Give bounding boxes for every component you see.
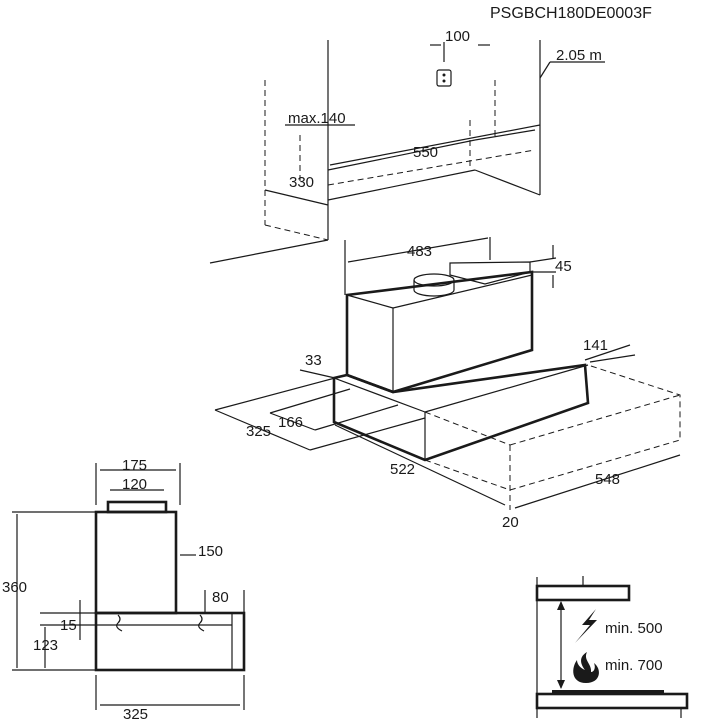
flame-icon [573, 652, 599, 683]
total-depth-label: 325 [123, 706, 148, 720]
front-overhang-label: 150 [198, 543, 223, 560]
document-code: PSGBCH180DE0003F [490, 5, 652, 22]
wall-mount-drawing [209, 40, 605, 264]
hood-width-label: 522 [390, 461, 415, 478]
hood-depth-label: 325 [246, 423, 271, 440]
extended-width-label: 548 [595, 471, 620, 488]
bracket-depth-label: 166 [278, 414, 303, 431]
motor-width-label: 483 [407, 243, 432, 260]
total-height-label: 360 [2, 579, 27, 596]
hood-side-view-drawing [12, 463, 246, 710]
visor-thickness-label: 20 [502, 514, 519, 531]
gas-clearance-label: min. 700 [605, 657, 663, 674]
visor-depth-label: 80 [212, 589, 229, 606]
socket-offset-label: 100 [445, 28, 470, 45]
bracket-height-label: 15 [60, 617, 77, 634]
duct-diameter-label: 120 [122, 476, 147, 493]
rear-offset-label: 141 [583, 337, 608, 354]
electric-clearance-label: min. 500 [605, 620, 663, 637]
lower-height-label: 123 [33, 637, 58, 654]
mount-width-label: 550 [413, 144, 438, 161]
top-width-label: 175 [122, 457, 147, 474]
filter-height-label: 45 [555, 258, 572, 275]
lightning-icon [575, 609, 597, 643]
max-depth-label: max.140 [288, 110, 346, 127]
hood-isometric-drawing [214, 237, 681, 510]
mount-depth-label: 330 [289, 174, 314, 191]
front-offset-label: 33 [305, 352, 322, 369]
socket-height-label: 2.05 m [556, 47, 602, 64]
clearance-drawing [535, 576, 689, 718]
